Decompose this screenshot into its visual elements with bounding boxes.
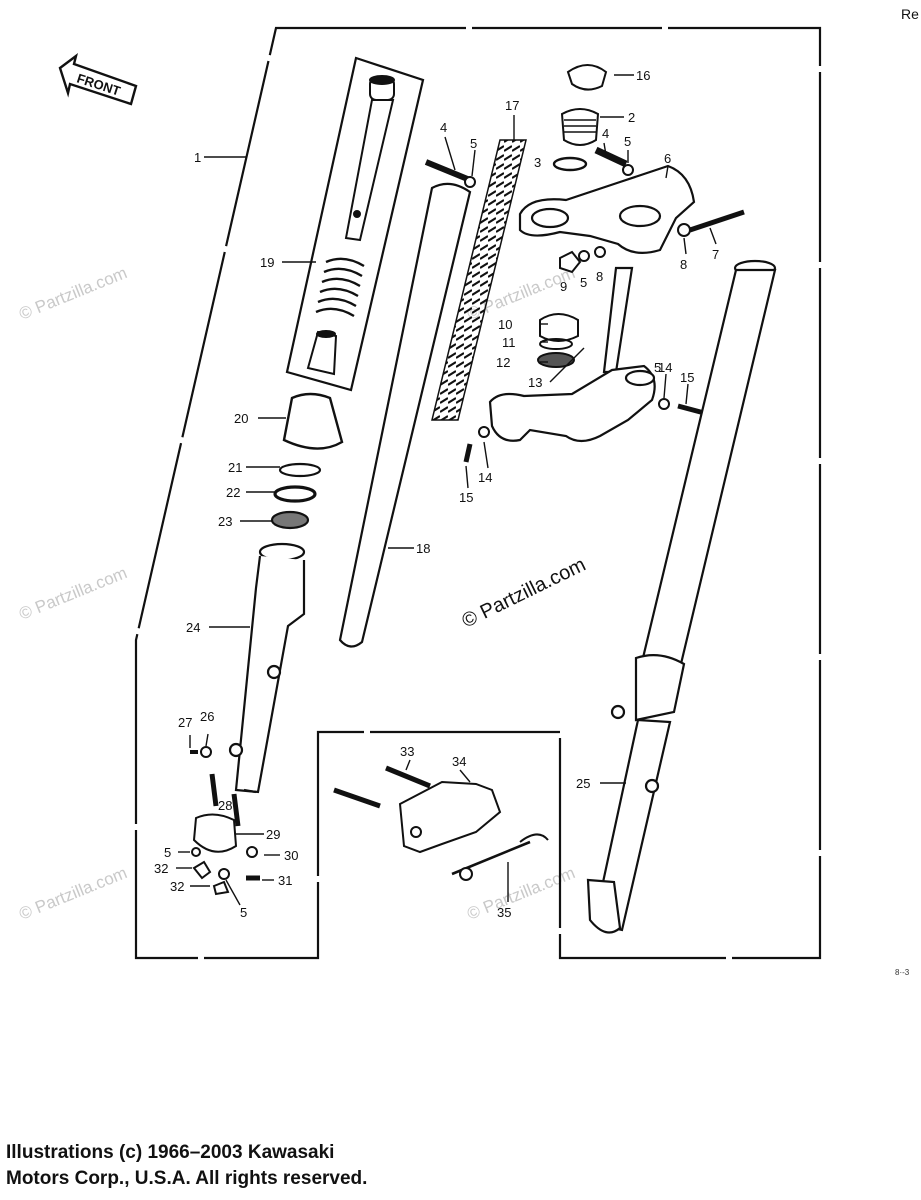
callout-14: 14 — [658, 360, 672, 375]
callout-1: 1 — [194, 150, 201, 165]
callout-6: 6 — [664, 151, 671, 166]
callout-24: 24 — [186, 620, 200, 635]
callout-32: 32 — [170, 879, 184, 894]
parts-diagram: © Partzilla.com © Partzilla.com © Partzi… — [16, 26, 822, 960]
callout-5: 5 — [470, 136, 477, 151]
corner-text: Re — [901, 6, 919, 22]
damper-rod-part — [344, 75, 395, 242]
copyright-line-1: Illustrations (c) 1966–2003 Kawasaki — [6, 1142, 335, 1163]
front-arrow: FRONT — [58, 53, 138, 106]
figure-code: 8·-3 — [895, 968, 910, 977]
callout-2: 2 — [628, 110, 635, 125]
bolts-upper — [424, 146, 745, 237]
stem-bearings — [537, 313, 579, 368]
axle-clamp-hardware — [190, 746, 260, 896]
fork-spring — [431, 139, 527, 421]
watermark: © Partzilla.com — [16, 263, 129, 324]
lower-bracket — [488, 266, 656, 443]
callout-15: 15 — [680, 370, 694, 385]
circlip — [278, 462, 322, 478]
callout-33: 33 — [400, 744, 414, 759]
oil-seal — [270, 510, 310, 530]
copyright-line-2: Motors Corp., U.S.A. All rights reserved… — [6, 1168, 368, 1189]
oil-lock-piece — [306, 330, 338, 376]
callout-5: 5 — [240, 905, 247, 920]
callout-20: 20 — [234, 411, 248, 426]
callout-17: 17 — [505, 98, 519, 113]
callout-8: 8 — [680, 257, 687, 272]
fork-assembly-right — [586, 259, 777, 934]
watermark: © Partzilla.com — [16, 863, 129, 924]
callout-7: 7 — [712, 247, 719, 262]
upper-bracket — [518, 164, 696, 255]
callout-28: 28 — [218, 798, 232, 813]
dust-seal — [282, 392, 344, 450]
assembly-frame — [134, 26, 822, 960]
small-hardware — [559, 246, 606, 274]
callout-29: 29 — [266, 827, 280, 842]
callout-30: 30 — [284, 848, 298, 863]
seal-stack — [270, 392, 344, 530]
callout-35: 35 — [497, 905, 511, 920]
callout-9: 9 — [560, 279, 567, 294]
callout-12: 12 — [496, 355, 510, 370]
fork-tube-left — [338, 182, 472, 648]
top-cap-group — [552, 64, 608, 172]
callout-8: 8 — [596, 269, 603, 284]
copyright-notice: Illustrations (c) 1966–2003 Kawasaki Mot… — [6, 1140, 367, 1192]
callout-34: 34 — [452, 754, 466, 769]
callout-14: 14 — [478, 470, 492, 485]
outer-tube-left — [228, 542, 306, 794]
callout-15: 15 — [459, 490, 473, 505]
callout-13: 13 — [528, 375, 542, 390]
callout-4: 4 — [440, 120, 447, 135]
washer — [273, 485, 317, 503]
callout-5: 5 — [164, 845, 171, 860]
callout-32: 32 — [154, 861, 168, 876]
front-arrow-icon — [58, 53, 138, 106]
watermark-main: © Partzilla.com — [459, 554, 590, 633]
callout-5: 5 — [624, 134, 631, 149]
callout-16: 16 — [636, 68, 650, 83]
callout-25: 25 — [576, 776, 590, 791]
oil-lock-piece-top — [316, 330, 336, 338]
callout-10: 10 — [498, 317, 512, 332]
callout-labels: 1 2 3 4 4 5 5 5 5 5 5 6 7 8 8 9 10 11 12… — [154, 68, 719, 920]
leader-lines — [176, 74, 717, 906]
callout-11: 11 — [502, 335, 516, 350]
subassembly-box — [285, 56, 425, 392]
callout-31: 31 — [278, 873, 292, 888]
callout-21: 21 — [228, 460, 242, 475]
callout-22: 22 — [226, 485, 240, 500]
rebound-spring-part — [315, 257, 365, 318]
callout-3: 3 — [534, 155, 541, 170]
callout-18: 18 — [416, 541, 430, 556]
callout-23: 23 — [218, 514, 232, 529]
callout-26: 26 — [200, 709, 214, 724]
callout-5: 5 — [580, 275, 587, 290]
watermark: © Partzilla.com — [16, 563, 129, 624]
callout-27: 27 — [178, 715, 192, 730]
caliper-bracket-group — [333, 765, 549, 881]
callout-4: 4 — [602, 126, 609, 141]
callout-5: 5 — [654, 360, 661, 375]
callout-19: 19 — [260, 255, 274, 270]
